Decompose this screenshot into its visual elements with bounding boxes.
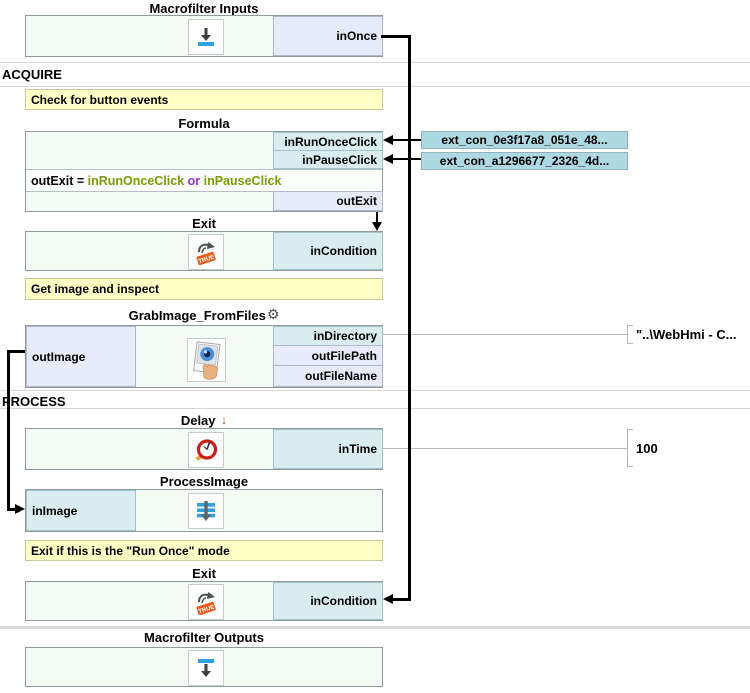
svg-text:TRUE: TRUE bbox=[198, 605, 215, 615]
wire-indirectory bbox=[383, 334, 627, 335]
exit-icon: TRUE bbox=[188, 234, 224, 270]
macrofilter-input-icon bbox=[188, 19, 224, 55]
process-divider-bottom bbox=[0, 408, 750, 409]
process-macrofilter-icon bbox=[188, 493, 224, 529]
port-inpauseclick[interactable]: inPauseClick bbox=[273, 150, 383, 169]
process-divider-top bbox=[0, 390, 750, 391]
grab-image-icon bbox=[187, 338, 226, 382]
exit1-block-title: Exit bbox=[192, 215, 216, 231]
grabimage-fromfiles-block[interactable]: outImage inDirectory outFilePath outFile… bbox=[25, 325, 383, 388]
inputs-block-title: Macrofilter Inputs bbox=[149, 0, 259, 16]
section-label-process: PROCESS bbox=[2, 394, 66, 409]
port-outfilename[interactable]: outFileName bbox=[273, 365, 383, 387]
processimage-block-title: ProcessImage bbox=[159, 473, 249, 489]
wire-inonce-bottom bbox=[392, 598, 411, 601]
port-inrunonceclick[interactable]: inRunOnceClick bbox=[273, 132, 383, 151]
exit-block-2[interactable]: TRUE inCondition bbox=[25, 581, 383, 621]
wire-outexit bbox=[376, 212, 378, 223]
comment-button-events[interactable]: Check for button events bbox=[25, 89, 383, 110]
port-outimage[interactable]: outImage bbox=[26, 326, 136, 387]
acquire-divider-top bbox=[0, 62, 750, 63]
macrofilter-output-icon bbox=[188, 650, 224, 686]
grab-block-title: GrabImage_FromFiles⚙ bbox=[128, 307, 280, 323]
arrow-inonce-into-exit2 bbox=[383, 594, 393, 604]
port-incondition-1[interactable]: inCondition bbox=[273, 232, 383, 270]
comment-get-image[interactable]: Get image and inspect bbox=[25, 278, 383, 300]
intime-value[interactable]: 100 bbox=[636, 441, 658, 456]
port-incondition-2[interactable]: inCondition bbox=[273, 582, 383, 620]
svg-text:TRUE: TRUE bbox=[198, 255, 215, 265]
outputs-divider bbox=[0, 626, 750, 629]
comment-exit-run-once[interactable]: Exit if this is the "Run Once" mode bbox=[25, 540, 383, 561]
processimage-block[interactable]: inImage bbox=[25, 489, 383, 532]
delay-block[interactable]: inTime bbox=[25, 428, 383, 470]
formula-expression[interactable]: outExit = inRunOnceClick or inPauseClick bbox=[26, 169, 382, 192]
macrofilter-inputs-block[interactable]: inOnce bbox=[25, 15, 383, 57]
exit-icon-2: TRUE bbox=[188, 584, 224, 620]
macrofilter-outputs-block[interactable] bbox=[25, 647, 383, 687]
port-inonce[interactable]: inOnce bbox=[273, 16, 383, 56]
indirectory-value-bracket bbox=[627, 325, 633, 344]
port-outexit[interactable]: outExit bbox=[273, 191, 383, 211]
arrow-extcon2 bbox=[383, 154, 393, 164]
arrow-outexit-down bbox=[372, 222, 382, 231]
ext-connection-label-2[interactable]: ext_con_a1296677_2326_4d... bbox=[421, 152, 628, 170]
wire-outimage-h2 bbox=[7, 508, 16, 511]
wire-outimage-h1 bbox=[7, 350, 25, 353]
arrow-extcon1 bbox=[383, 135, 393, 145]
gear-icon[interactable]: ⚙ bbox=[266, 307, 280, 323]
formula-block[interactable]: inRunOnceClick inPauseClick outExit = in… bbox=[25, 131, 383, 212]
exit2-block-title: Exit bbox=[192, 565, 216, 581]
indirectory-value[interactable]: "..\WebHmi - C... bbox=[636, 327, 737, 342]
wire-intime bbox=[383, 448, 627, 449]
wire-extcon2 bbox=[392, 158, 421, 160]
section-label-acquire: ACQUIRE bbox=[2, 67, 62, 82]
wire-outimage-vertical bbox=[7, 350, 10, 510]
outputs-block-title: Macrofilter Outputs bbox=[144, 629, 264, 645]
intime-value-bracket bbox=[627, 429, 633, 467]
delay-clock-icon bbox=[188, 432, 224, 468]
wire-extcon1 bbox=[392, 139, 421, 141]
delay-block-title: Delay ↓ bbox=[180, 412, 228, 428]
exit-block-1[interactable]: TRUE inCondition bbox=[25, 231, 383, 271]
delay-duration-icon: ↓ bbox=[221, 413, 228, 427]
arrow-outimage-into-inimage bbox=[15, 504, 25, 514]
wire-inonce-vertical bbox=[408, 35, 411, 601]
port-indirectory[interactable]: inDirectory bbox=[273, 326, 383, 346]
acquire-divider-bottom bbox=[0, 86, 750, 87]
port-intime[interactable]: inTime bbox=[273, 429, 383, 469]
ext-connection-label-1[interactable]: ext_con_0e3f17a8_051e_48... bbox=[421, 131, 628, 149]
port-outfilepath[interactable]: outFilePath bbox=[273, 345, 383, 366]
wire-inonce-horizontal bbox=[381, 35, 411, 38]
formula-block-title: Formula bbox=[178, 115, 230, 131]
port-inimage[interactable]: inImage bbox=[26, 490, 136, 531]
